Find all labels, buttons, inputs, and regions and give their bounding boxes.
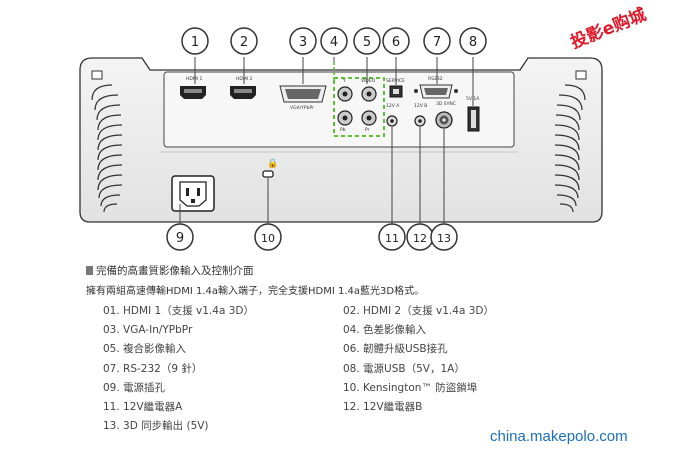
callout-11: 11 [378,223,406,251]
trig2-label: 12V B [414,103,427,109]
spec-item-09: 09. 電源插孔 [103,381,166,394]
video-label: VIDEO [361,78,376,84]
spec-item-01: 01. HDMI 1（支援 v1.4a 3D） [103,305,254,317]
spec-item-12: 12. 12V繼電器B [343,400,423,413]
callout-10: 10 [254,223,282,251]
right-vent-grille [554,84,586,213]
spec-item-08: 08. 電源USB（5V，1A） [343,362,465,375]
io-panel [163,71,515,148]
component-pr-port[interactable]: Pr [361,110,377,133]
callout-12-number: 12 [413,232,427,245]
trig1-label: 12V A [386,103,400,109]
callout-6-number: 6 [392,35,400,50]
callout-8-number: 8 [469,35,477,50]
spec-item-10: 10. Kensington™ 防盜鎖埠 [343,381,478,394]
vga-port[interactable]: VGA/YPbPr [279,85,327,111]
callout-3: 3 [289,27,317,55]
trigger-a-jack[interactable]: 12V A [386,103,400,127]
callout-12: 12 [406,223,434,251]
callout-7-number: 7 [433,35,441,50]
callout-1-number: 1 [191,35,199,50]
sync-label: 3D SYNC [436,101,456,107]
callout-4-number: 4 [330,35,338,50]
footer-credit: china.makepolo.com [490,428,628,445]
callout-13: 13 [430,223,458,251]
body-notch-left [91,70,103,80]
hdmi1-port[interactable]: HDMI 1 [180,76,206,99]
spec-item-06: 06. 韌體升級USB接孔 [343,343,448,356]
pb-label: Pb [340,127,346,133]
hdmi1-label: HDMI 1 [186,76,202,82]
ac-power-inlet[interactable] [171,175,215,212]
callout-3-number: 3 [299,35,307,50]
callout-2-number: 2 [240,35,248,50]
callout-7: 7 [423,27,451,55]
trigger-b-jack[interactable]: 12V B [414,103,427,127]
callout-8: 8 [459,27,487,55]
callout-4: 4 [320,27,348,55]
callout-13-number: 13 [437,232,451,245]
callout-9: 9 [166,223,194,251]
callout-6: 6 [382,27,410,55]
y-label: Y [342,78,346,84]
callout-5-number: 5 [363,35,371,50]
spec-item-07: 07. RS-232（9 針） [103,362,203,375]
video-rca-port[interactable]: VIDEO [361,78,377,102]
spec-item-03: 03. VGA-In/YPbPr [103,324,193,337]
pr-label: Pr [365,127,370,133]
callout-11-number: 11 [385,232,399,245]
callout-9-number: 9 [176,231,184,246]
callout-leaders [179,57,474,236]
component-pb-port[interactable]: Pb [337,110,353,133]
section-subtitle: 擁有兩組高速傳輸HDMI 1.4a輸入端子，完全支援HDMI 1.4a藍光3D格… [86,286,425,297]
callout-2: 2 [230,27,258,55]
section-title-text: 完備的高畫質影像輸入及控制介面 [96,265,254,277]
section-title: 完備的高畫質影像輸入及控制介面 [86,263,254,278]
spec-item-13: 13. 3D 同步輸出 (5V) [103,420,209,433]
callout-10-number: 10 [261,232,275,245]
vga-label: VGA/YPbPr [290,105,314,111]
rs232-label: RS232 [428,76,443,82]
spec-item-02: 02. HDMI 2（支援 v1.4a 3D） [343,305,494,317]
callout-1: 1 [181,27,209,55]
body-notch-right [575,70,587,80]
callout-5: 5 [353,27,381,55]
spec-list: 01. HDMI 1（支援 v1.4a 3D） 02. HDMI 2（支援 v1… [103,302,623,436]
component-y-port[interactable]: Y [337,78,353,102]
lock-icon: 🔒 [267,158,278,169]
projector-body [79,57,603,223]
rs232-port[interactable]: RS232 [414,76,458,99]
3d-sync-port[interactable]: 3D SYNC [435,101,456,129]
kensington-lock-slot[interactable]: 🔒 [262,158,278,178]
spec-item-05: 05. 複合影像輸入 [103,343,187,356]
left-vent-grille [91,84,123,213]
spec-item-04: 04. 色差影像輸入 [343,324,427,337]
av-input-group-outline [333,77,385,137]
title-square-icon [86,266,93,275]
spec-item-11: 11. 12V繼電器A [103,400,183,413]
